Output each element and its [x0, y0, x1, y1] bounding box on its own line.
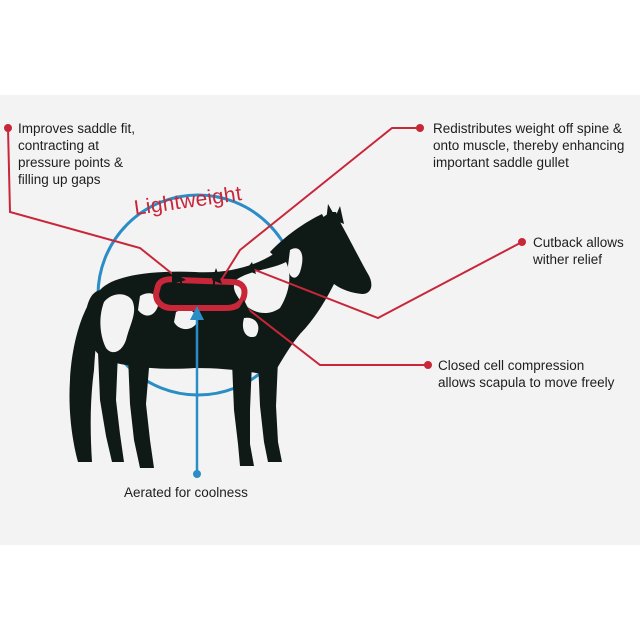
- callout-closed-cell: Closed cell compression allows scapula t…: [438, 358, 615, 390]
- dot-aerated: [193, 470, 201, 478]
- horse-patches: [100, 248, 303, 353]
- red-dots: [4, 124, 526, 369]
- callout-aerated: Aerated for coolness: [124, 485, 248, 500]
- leader-redistributes: [219, 127, 420, 283]
- callout-redistributes: Redistributes weight off spine & onto mu…: [433, 121, 625, 170]
- dot-closed-cell: [424, 361, 432, 369]
- aerated-arrowhead: [190, 306, 204, 320]
- callout-cutback: Cutback allows wither relief: [533, 235, 624, 267]
- pressure-arrows: [174, 280, 221, 300]
- dot-cutback: [518, 238, 526, 246]
- red-leader-lines: [7, 127, 523, 366]
- callout-saddle-fit: Improves saddle fit, contracting at pres…: [18, 121, 136, 187]
- saddle-pad: [153, 276, 248, 311]
- red-arrowheads: [172, 262, 256, 312]
- leader-closed-cell: [243, 305, 428, 366]
- leader-cutback: [249, 241, 523, 320]
- dot-redistributes: [416, 124, 424, 132]
- leader-saddle-fit: [7, 127, 181, 281]
- dot-saddle-fit: [4, 124, 12, 132]
